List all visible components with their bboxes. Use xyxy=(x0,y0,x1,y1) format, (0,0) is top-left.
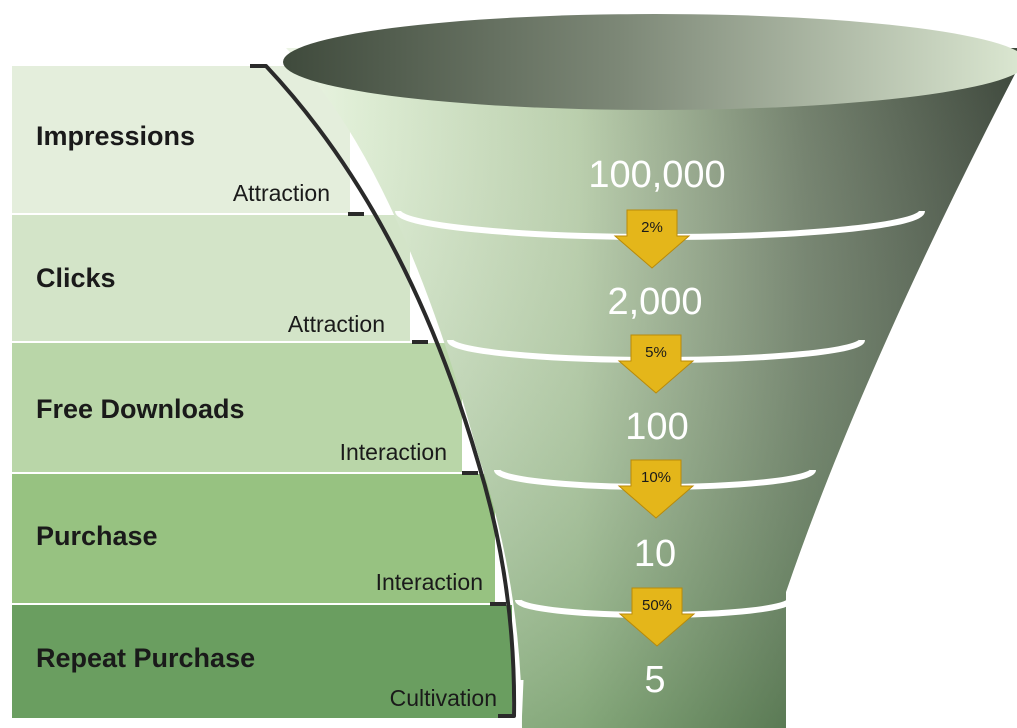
conversion-rate: 10% xyxy=(641,469,671,486)
conversion-rate: 50% xyxy=(642,597,672,614)
stage-label: Purchase xyxy=(36,521,158,551)
conversion-arrow: 50% xyxy=(618,587,696,647)
down-arrow-icon xyxy=(613,209,691,269)
stage-sublabel: Attraction xyxy=(288,311,385,337)
stage-label: Clicks xyxy=(36,263,116,293)
stage-bands: ImpressionsAttractionClicksAttractionFre… xyxy=(12,66,512,718)
funnel-counts: 100,000 2,000 100 10 5 xyxy=(588,154,725,701)
conversion-rate: 2% xyxy=(641,219,663,236)
stage-count: 2,000 xyxy=(607,281,702,323)
conversion-arrow: 2% xyxy=(613,209,691,269)
down-arrow-icon xyxy=(617,334,695,394)
stage-label: Repeat Purchase xyxy=(36,643,255,673)
stage-count: 100,000 xyxy=(588,154,725,196)
conversion-rate: 5% xyxy=(645,344,667,361)
conversion-arrows: 2% 5% 10% 50% xyxy=(613,209,696,647)
stage-band-4 xyxy=(12,474,495,604)
down-arrow-icon xyxy=(618,587,696,647)
stage-label: Impressions xyxy=(36,121,195,151)
stage-sublabel: Cultivation xyxy=(390,685,497,711)
conversion-arrow: 10% xyxy=(617,459,695,519)
stage-sublabel: Interaction xyxy=(376,569,483,595)
down-arrow-icon xyxy=(617,459,695,519)
stage-sublabel: Attraction xyxy=(233,180,330,206)
bracket-ticks xyxy=(348,212,506,606)
stage-count: 10 xyxy=(634,533,676,575)
stage-band-1 xyxy=(12,66,350,214)
stage-count: 100 xyxy=(625,406,688,448)
stage-count: 5 xyxy=(644,659,665,701)
stage-band-2 xyxy=(12,215,410,342)
stage-band-5 xyxy=(12,605,512,718)
stage-label: Free Downloads xyxy=(36,394,245,424)
stage-bracket-line xyxy=(250,64,517,718)
stage-band-3 xyxy=(12,343,462,473)
funnel-rim xyxy=(283,14,1017,110)
conversion-arrow: 5% xyxy=(617,334,695,394)
stage-sublabel: Interaction xyxy=(340,439,447,465)
